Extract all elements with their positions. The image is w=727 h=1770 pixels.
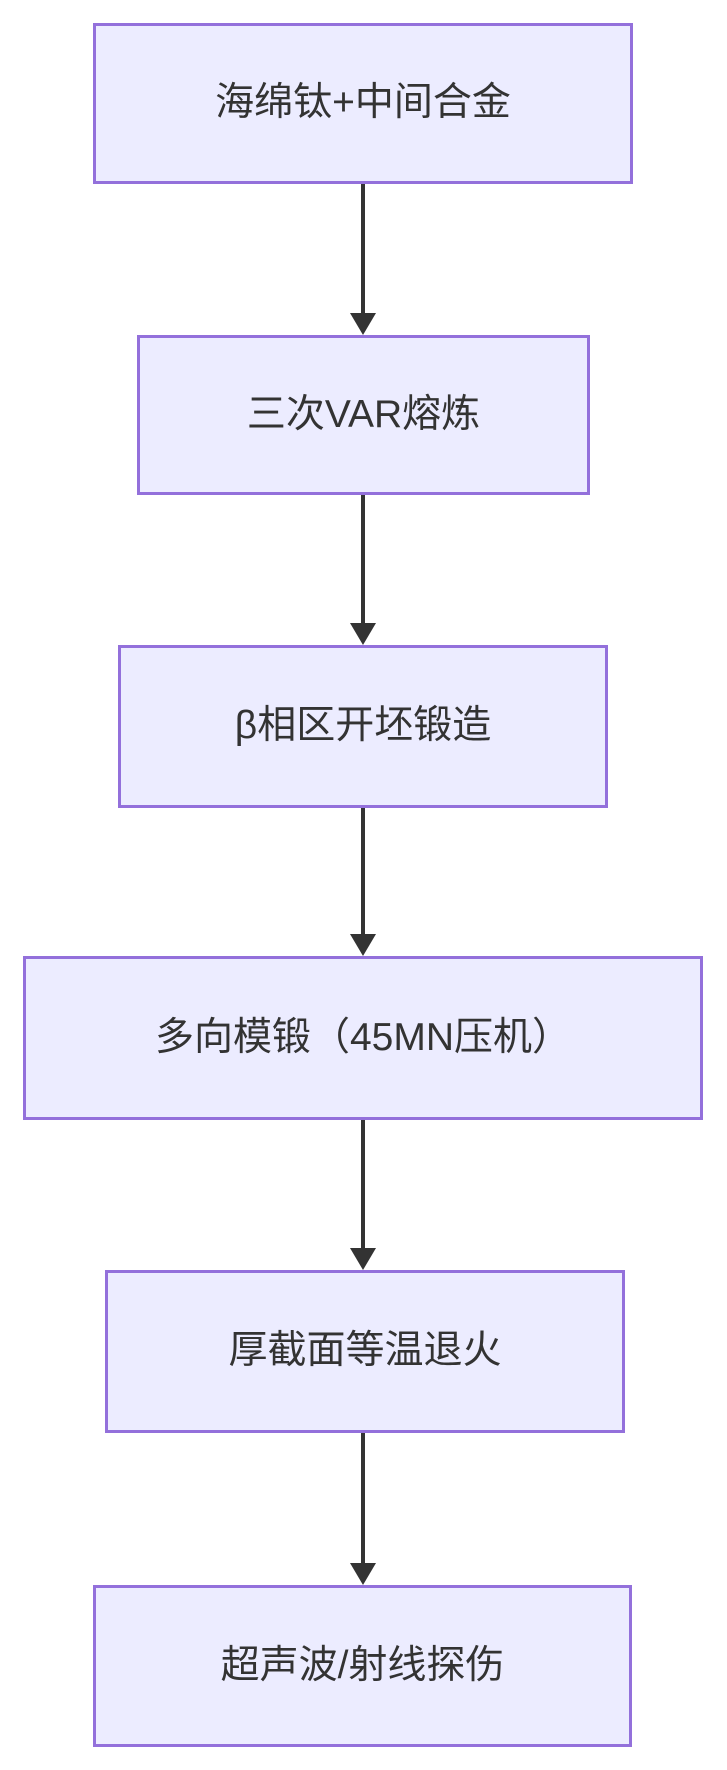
arrow-stem [361, 1120, 365, 1254]
flow-node-isothermal-annealing: 厚截面等温退火 [105, 1270, 625, 1433]
arrow-head-icon [350, 623, 376, 645]
arrow-head-icon [350, 1248, 376, 1270]
flow-arrow-3 [350, 808, 376, 956]
arrow-stem [361, 1433, 365, 1569]
flow-node-flaw-detection: 超声波/射线探伤 [93, 1585, 632, 1747]
flow-node-var-melting: 三次VAR熔炼 [137, 335, 590, 495]
flow-arrow-1 [350, 184, 376, 335]
arrow-head-icon [350, 934, 376, 956]
arrow-stem [361, 184, 365, 319]
arrow-head-icon [350, 313, 376, 335]
arrow-stem [361, 495, 365, 629]
flow-arrow-5 [350, 1433, 376, 1585]
flow-node-label: 厚截面等温退火 [228, 1329, 502, 1373]
flow-node-label: 三次VAR熔炼 [246, 392, 481, 436]
flow-node-multi-directional-forging: 多向模锻（45MN压机） [23, 956, 703, 1120]
flow-node-label: 海绵钛+中间合金 [215, 81, 511, 125]
flow-arrow-4 [350, 1120, 376, 1270]
flow-node-label: β相区开坯锻造 [234, 704, 492, 748]
flow-node-label: 超声波/射线探伤 [220, 1643, 505, 1687]
flow-node-raw-materials: 海绵钛+中间合金 [93, 23, 633, 184]
flow-arrow-2 [350, 495, 376, 645]
flow-node-label: 多向模锻（45MN压机） [154, 1015, 572, 1059]
arrow-stem [361, 808, 365, 940]
flow-node-beta-cogging: β相区开坯锻造 [118, 645, 608, 808]
arrow-head-icon [350, 1563, 376, 1585]
